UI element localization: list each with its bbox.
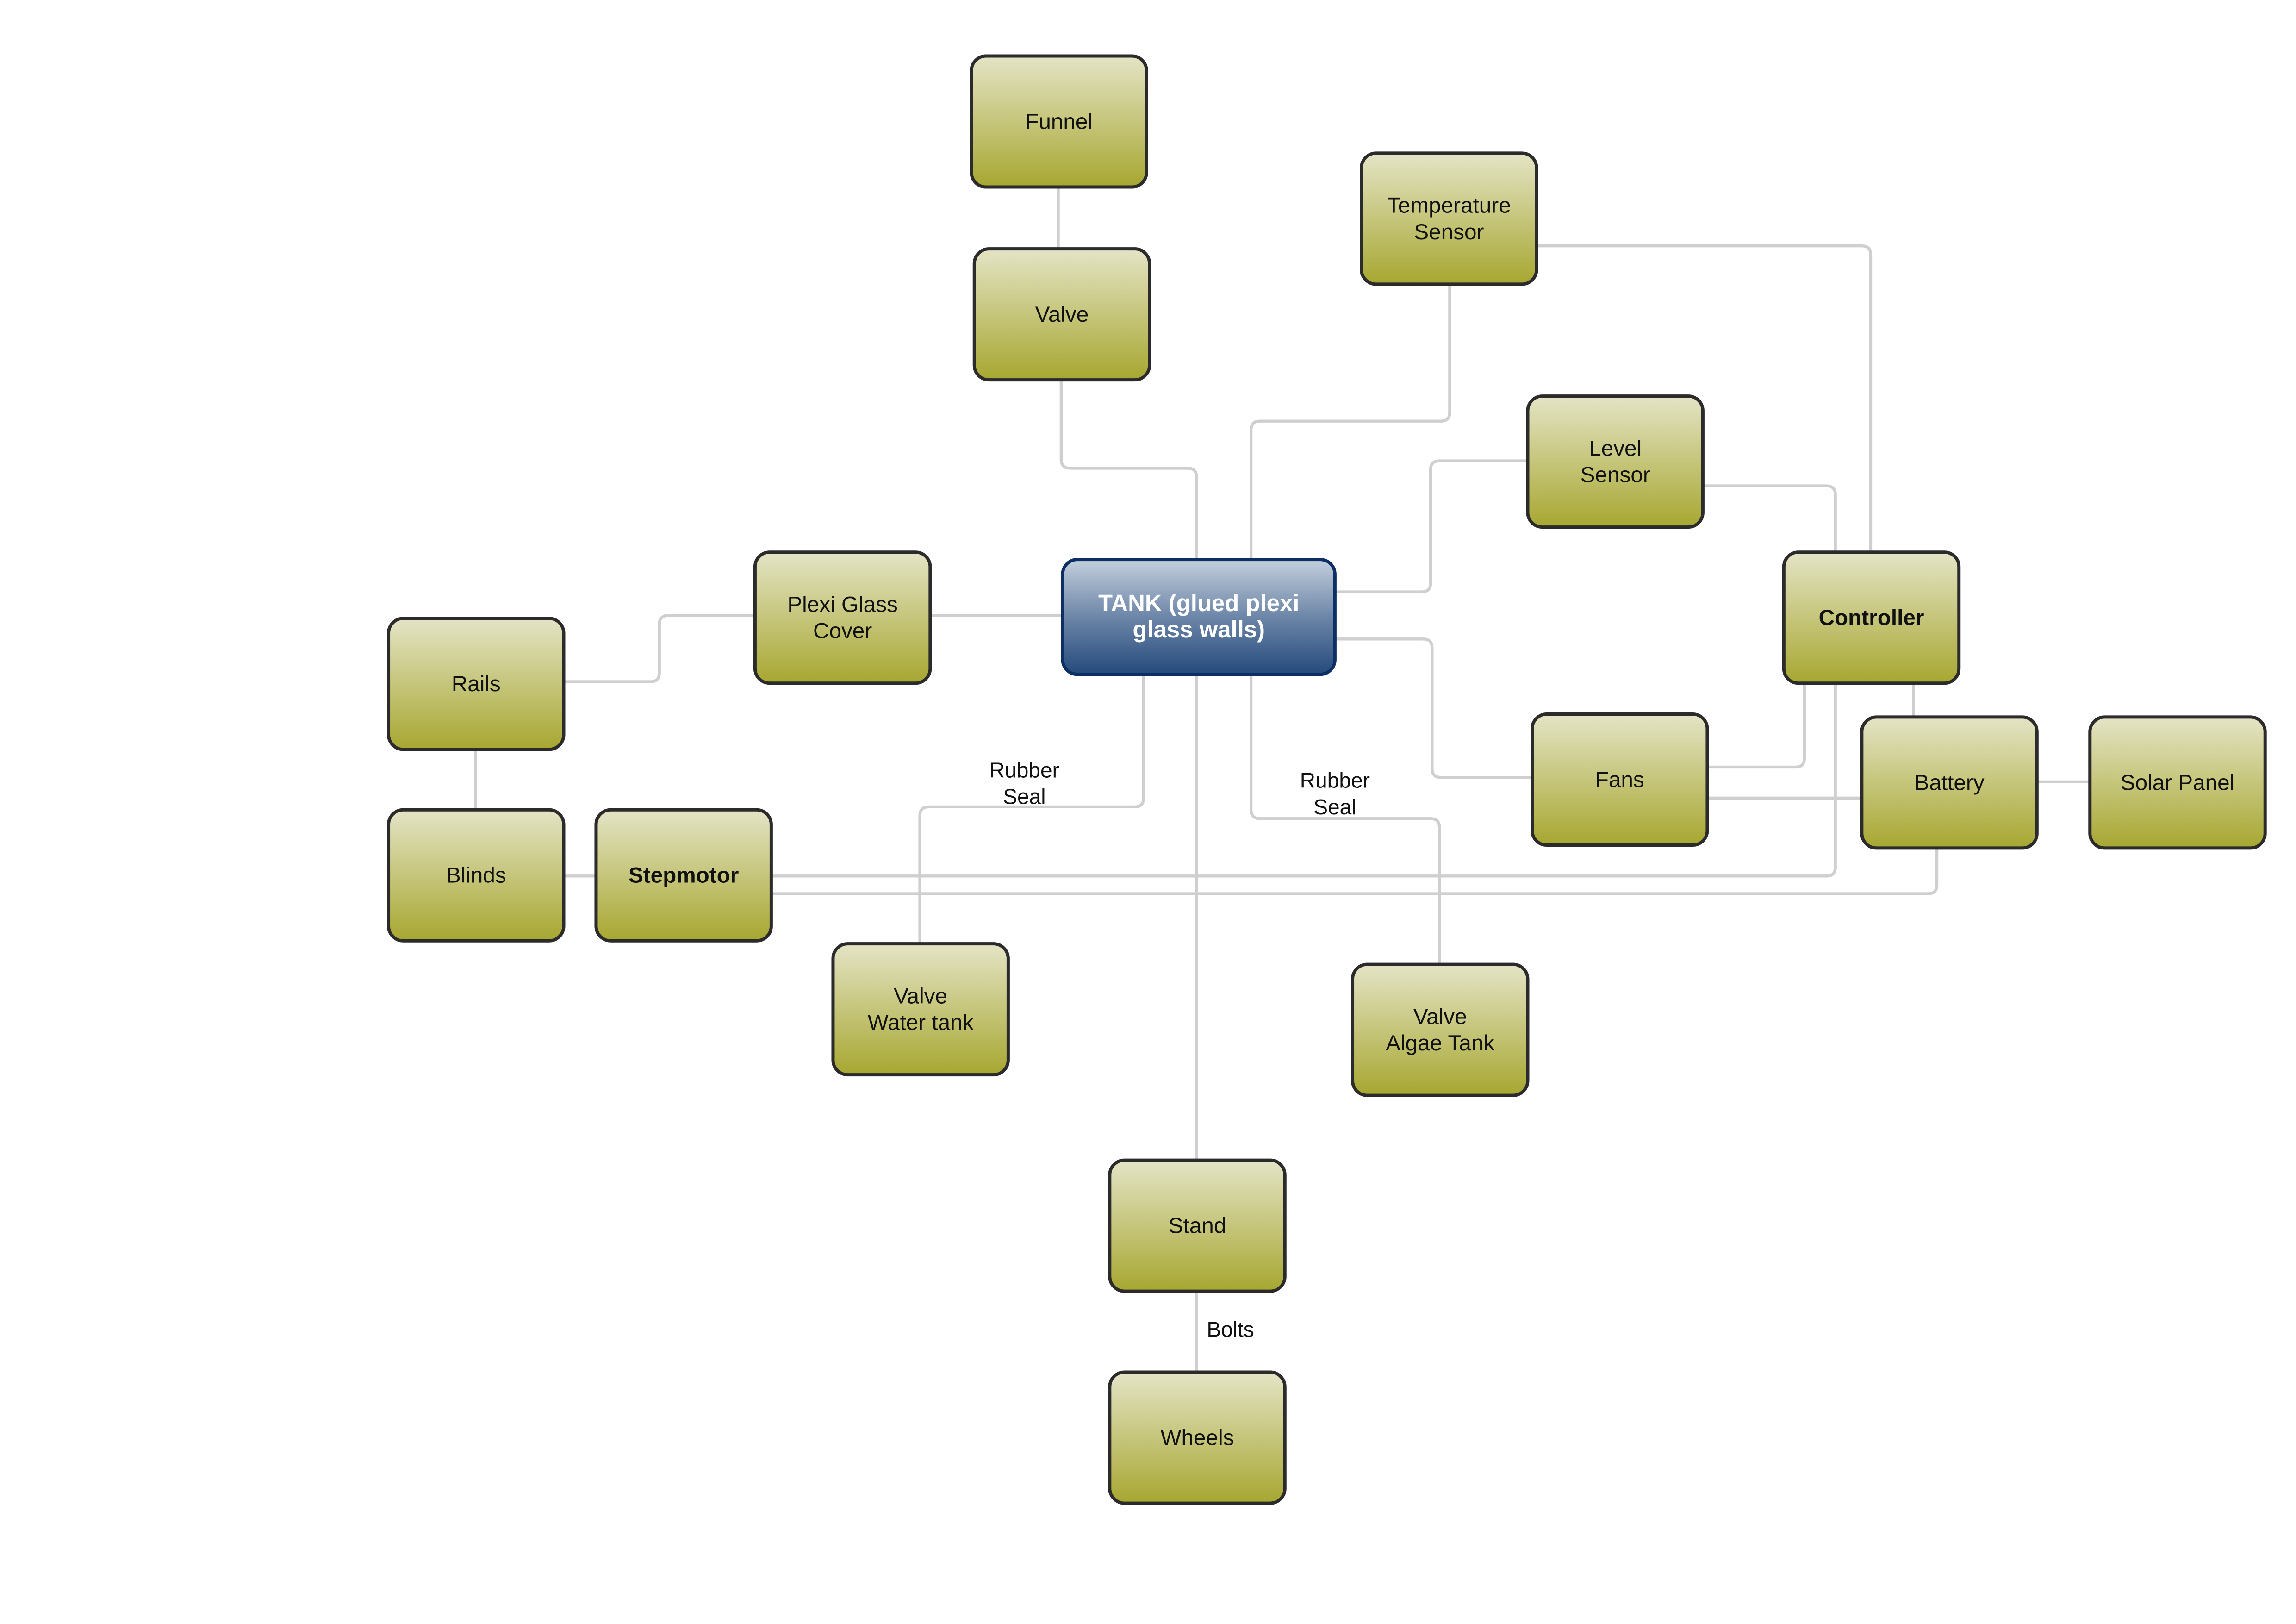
edge-tank-valve-algae [1249, 674, 1441, 965]
edge-stepmotor-battery [770, 848, 1939, 895]
node-box [831, 942, 1010, 1077]
node-label: Blinds [446, 863, 506, 888]
edge-level-controller [1703, 484, 1837, 552]
node-label: Stepmotor [628, 863, 739, 888]
node-box [1351, 962, 1530, 1097]
node-rails[interactable]: Rails [387, 617, 566, 751]
node-box [1526, 394, 1705, 529]
node-box [1860, 715, 2039, 850]
node-box [594, 808, 773, 943]
node-label: Battery [1915, 770, 1985, 795]
node-stand[interactable]: Stand [1108, 1158, 1287, 1293]
node-label: Wheels [1161, 1425, 1234, 1450]
node-box [387, 617, 566, 751]
edge-tank-valve-water [918, 674, 1145, 944]
node-label: Controller [1819, 606, 1924, 630]
node-label: Solar Panel [2121, 770, 2235, 795]
node-box [1531, 712, 1709, 847]
node-battery[interactable]: Battery [1860, 715, 2039, 850]
node-fans[interactable]: Fans [1531, 712, 1709, 847]
edge-temperature-controller [1537, 244, 1873, 552]
node-label: Stand [1169, 1214, 1226, 1238]
node-stepmotor[interactable]: Stepmotor [594, 808, 773, 943]
node-funnel[interactable]: Funnel [970, 54, 1148, 189]
node-label: Funnel [1025, 109, 1093, 134]
node-box [970, 54, 1148, 189]
edge-tank-fans [1335, 637, 1532, 779]
node-box [2088, 715, 2267, 850]
node-box [1782, 550, 1961, 685]
label-bolts: Bolts [1207, 1318, 1254, 1342]
node-box [1360, 151, 1538, 286]
node-box [387, 808, 566, 943]
node-box [972, 247, 1151, 382]
connectors [474, 185, 2090, 1373]
node-wheels[interactable]: Wheels [1108, 1370, 1287, 1505]
edge-level-tank [1335, 459, 1528, 593]
node-blinds[interactable]: Blinds [387, 808, 566, 943]
node-box [753, 550, 932, 685]
node-box [1108, 1370, 1287, 1505]
node-controller[interactable]: Controller [1782, 550, 1961, 685]
edge-stepmotor-controller [770, 681, 1837, 878]
edge-temperature-tank [1249, 284, 1451, 560]
node-box [1108, 1158, 1287, 1293]
node-label: Fans [1595, 768, 1644, 792]
edge-fans-controller [1707, 681, 1806, 769]
node-solar-panel[interactable]: Solar Panel [2088, 715, 2267, 850]
node-valve[interactable]: Valve [972, 247, 1151, 382]
node-box [1061, 558, 1337, 676]
node-label: Valve [1035, 302, 1089, 327]
node-label: Rails [452, 672, 501, 696]
edge-rails-plexi [563, 614, 755, 683]
edge-valve-tank [1059, 378, 1198, 560]
